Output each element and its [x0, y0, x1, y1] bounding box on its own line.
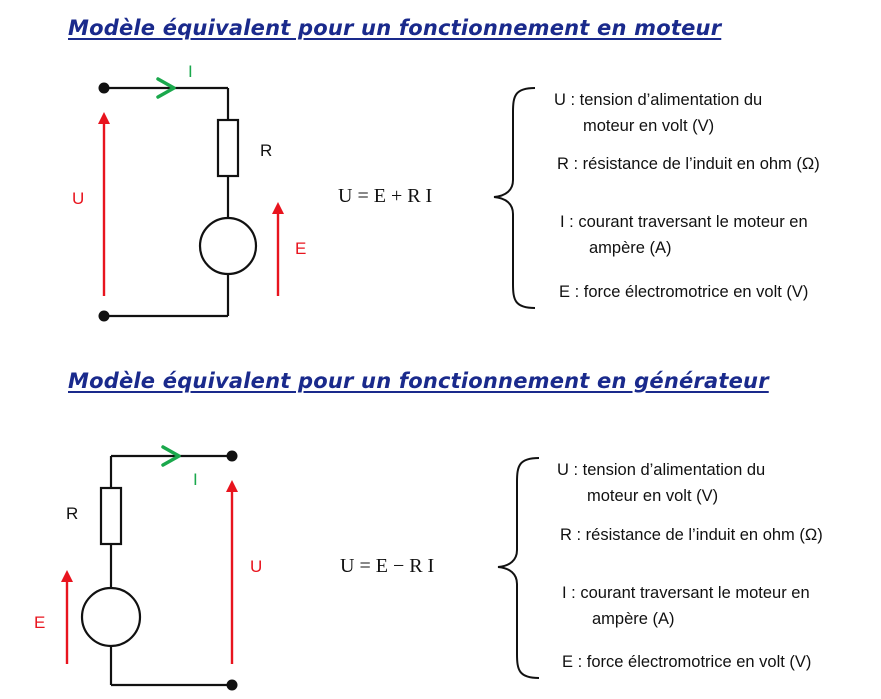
generator-definitions-brace: [497, 457, 540, 679]
motor-definition-e: E : force électromotrice en volt (V): [559, 283, 809, 301]
generator-emf-label: E: [34, 613, 46, 632]
motor-resistor-label: R: [260, 141, 273, 160]
generator-equation: U = E − R I: [340, 555, 435, 577]
motor-definitions-brace: [493, 87, 536, 309]
motor-equation: U = E + R I: [338, 185, 433, 207]
generator-definition-u-line1: U : tension d’alimentation du: [557, 461, 766, 479]
motor-definition-i-line1: I : courant traversant le moteur en: [560, 213, 808, 231]
motor-voltage-label: U: [72, 189, 85, 208]
motor-terminal-top: [98, 82, 110, 94]
generator-current-arrow-icon: [161, 445, 181, 467]
generator-section-title: Modèle équivalent pour un fonctionnement…: [68, 369, 769, 393]
generator-wires: [109, 454, 232, 687]
generator-definition-i-line1: I : courant traversant le moteur en: [562, 584, 810, 602]
generator-voltage-label: U: [250, 557, 263, 576]
motor-current-arrow-icon: [156, 77, 176, 99]
motor-definition-u-line1: U : tension d’alimentation du: [554, 91, 763, 109]
motor-current-label: I: [188, 62, 193, 81]
generator-definition-i-line2: ampère (A): [592, 610, 675, 628]
generator-resistor-symbol: [99, 486, 123, 546]
generator-definition-u-line2: moteur en volt (V): [587, 487, 719, 505]
motor-definition-r: R : résistance de l’induit en ohm (Ω): [557, 155, 820, 173]
motor-definition-u-line2: moteur en volt (V): [583, 117, 715, 135]
generator-terminal-top: [226, 450, 238, 462]
motor-emf-source-symbol: [198, 216, 258, 276]
generator-emf-source-symbol: [80, 586, 142, 648]
generator-resistor-label: R: [66, 504, 79, 523]
generator-definition-r: R : résistance de l’induit en ohm (Ω): [560, 526, 823, 544]
motor-emf-label: E: [295, 239, 307, 258]
motor-wires: [104, 86, 230, 318]
generator-definition-e: E : force électromotrice en volt (V): [562, 653, 812, 671]
motor-resistor-symbol: [216, 118, 240, 178]
motor-terminal-bottom: [98, 310, 110, 322]
generator-terminal-bottom: [226, 679, 238, 691]
generator-current-label: I: [193, 470, 198, 489]
motor-definition-i-line2: ampère (A): [589, 239, 672, 257]
motor-section-title: Modèle équivalent pour un fonctionnement…: [68, 16, 722, 40]
